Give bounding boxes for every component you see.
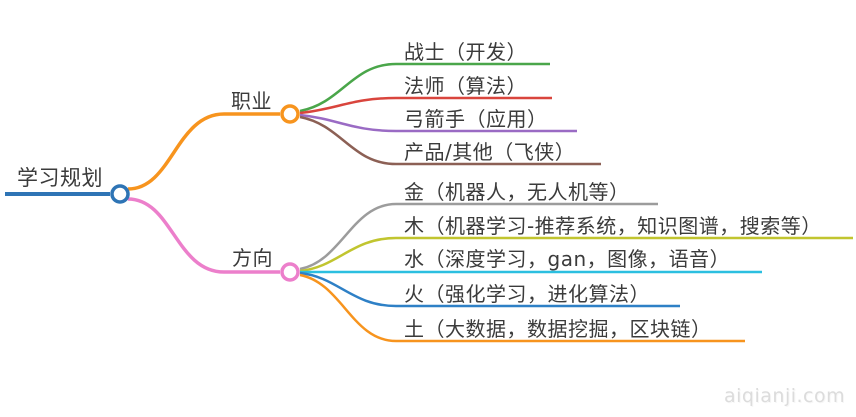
- child-fire-label[interactable]: 火（强化学习，进化算法）: [404, 282, 650, 306]
- child-water-label[interactable]: 水（深度学习，gan，图像，语音）: [404, 247, 731, 271]
- child-warrior-connector: [299, 62, 550, 113]
- root-node-circle[interactable]: [110, 184, 130, 204]
- child-mage-connector: [299, 96, 552, 115]
- child-earth-connector: [299, 273, 745, 343]
- direction-node-circle[interactable]: [280, 262, 300, 282]
- child-fire-connector: [299, 271, 680, 308]
- branch-career-connector: [127, 112, 280, 191]
- child-wood-label[interactable]: 木（机器学习-推荐系统，知识图谱，搜索等）: [404, 214, 822, 238]
- direction-node-label[interactable]: 方向: [232, 246, 273, 270]
- child-mage-label[interactable]: 法师（算法）: [404, 74, 527, 98]
- child-archer-connector: [299, 113, 577, 133]
- root-node-label[interactable]: 学习规划: [17, 166, 103, 190]
- child-warrior-label[interactable]: 战士（开发）: [404, 40, 527, 64]
- child-metal-connector: [299, 202, 658, 271]
- watermark-text: aiqianji.com: [724, 385, 846, 407]
- child-earth-label[interactable]: 土（大数据，数据挖掘，区块链）: [404, 317, 712, 341]
- child-wood-connector: [299, 236, 853, 273]
- child-archer-label[interactable]: 弓箭手（应用）: [404, 107, 548, 131]
- career-node-label[interactable]: 职业: [231, 89, 272, 113]
- child-product-label[interactable]: 产品/其他（飞侠）: [404, 140, 576, 164]
- child-product-connector: [299, 115, 601, 166]
- child-metal-label[interactable]: 金（机器人，无人机等）: [404, 180, 630, 204]
- branch-direction-connector: [127, 197, 280, 274]
- career-node-circle[interactable]: [280, 104, 300, 124]
